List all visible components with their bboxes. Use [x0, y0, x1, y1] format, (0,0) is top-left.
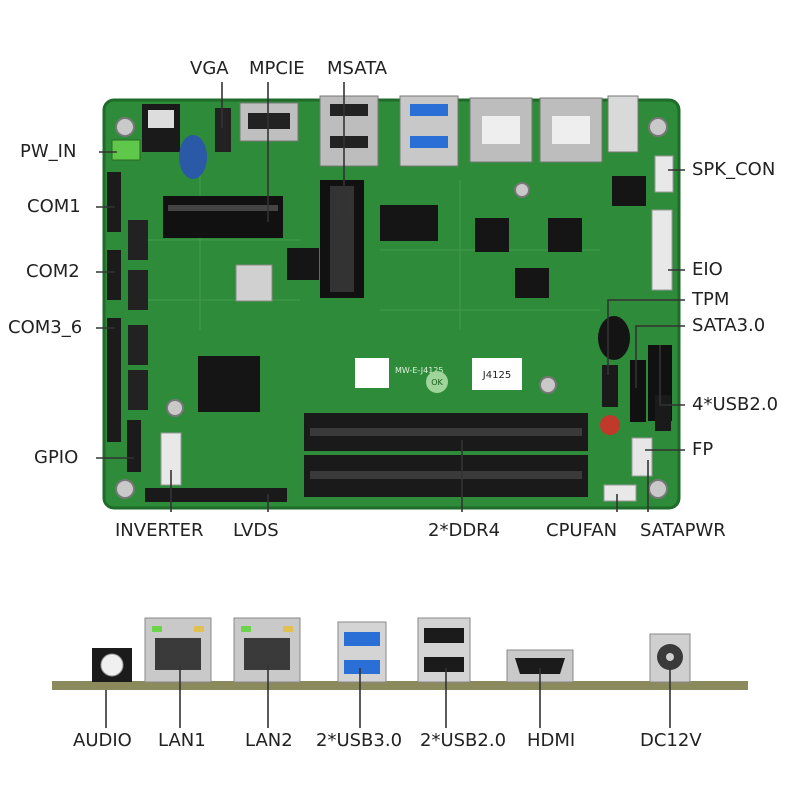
io-leader-lines — [105, 665, 671, 728]
label-mpcie: MPCIE — [249, 58, 305, 79]
label-com1: COM1 — [27, 196, 81, 217]
sim-slot — [235, 264, 273, 302]
io-bar — [52, 681, 748, 690]
label-com3-6: COM3_6 — [8, 317, 83, 338]
label-lan2: LAN2 — [245, 730, 293, 751]
label-audio: AUDIO — [73, 730, 132, 751]
label-inverter: INVERTER — [115, 520, 204, 541]
label-eio: EIO — [692, 259, 723, 280]
label-satapwr: SATAPWR — [640, 520, 726, 541]
tpm-header — [602, 365, 618, 407]
label-dc12v: DC12V — [640, 730, 702, 751]
mpcie-slot — [163, 196, 283, 238]
audio-jack-top — [607, 95, 639, 153]
label-usb30: 2*USB3.0 — [316, 730, 403, 751]
chip-label: J4125 — [482, 370, 511, 381]
fp-header — [631, 437, 653, 477]
vga-header — [215, 108, 231, 152]
label-hdmi: HDMI — [527, 730, 576, 751]
cpufan-header — [603, 484, 637, 502]
leader-lines — [96, 82, 685, 512]
label-cpufan: CPUFAN — [546, 520, 618, 541]
chip-label-box — [472, 358, 522, 390]
label-lan1: LAN1 — [158, 730, 206, 751]
blue-capacitor — [179, 135, 207, 179]
lvds-header — [145, 488, 287, 502]
label-spk-con: SPK_CON — [692, 159, 776, 180]
bios-chip — [198, 356, 260, 412]
io-panel — [52, 617, 748, 690]
ok-stamp-text: OK — [431, 378, 443, 387]
label-sata30: SATA3.0 — [692, 315, 766, 336]
ok-stamp — [426, 371, 448, 393]
label-ddr4: 2*DDR4 — [428, 520, 501, 541]
label-fp: FP — [692, 439, 714, 460]
model-sticker — [355, 358, 389, 388]
motherboard: MW-E-J4125 OK J4125 — [102, 95, 681, 510]
label-gpio: GPIO — [34, 447, 79, 468]
usb2-header — [655, 395, 671, 431]
label-usb20x4: 4*USB2.0 — [692, 394, 779, 415]
model-text: MW-E-J4125 — [395, 366, 443, 375]
label-pw-in: PW_IN — [20, 141, 77, 162]
green-terminal — [111, 139, 141, 161]
label-vga: VGA — [190, 58, 229, 79]
label-tpm: TPM — [692, 289, 730, 310]
usb20-port — [417, 617, 471, 683]
sata-port-1 — [630, 360, 646, 422]
label-com2: COM2 — [26, 261, 80, 282]
label-usb20: 2*USB2.0 — [420, 730, 507, 751]
label-msata: MSATA — [327, 58, 388, 79]
label-lvds: LVDS — [233, 520, 279, 541]
eio-header — [651, 209, 673, 291]
buzzer — [598, 316, 630, 360]
